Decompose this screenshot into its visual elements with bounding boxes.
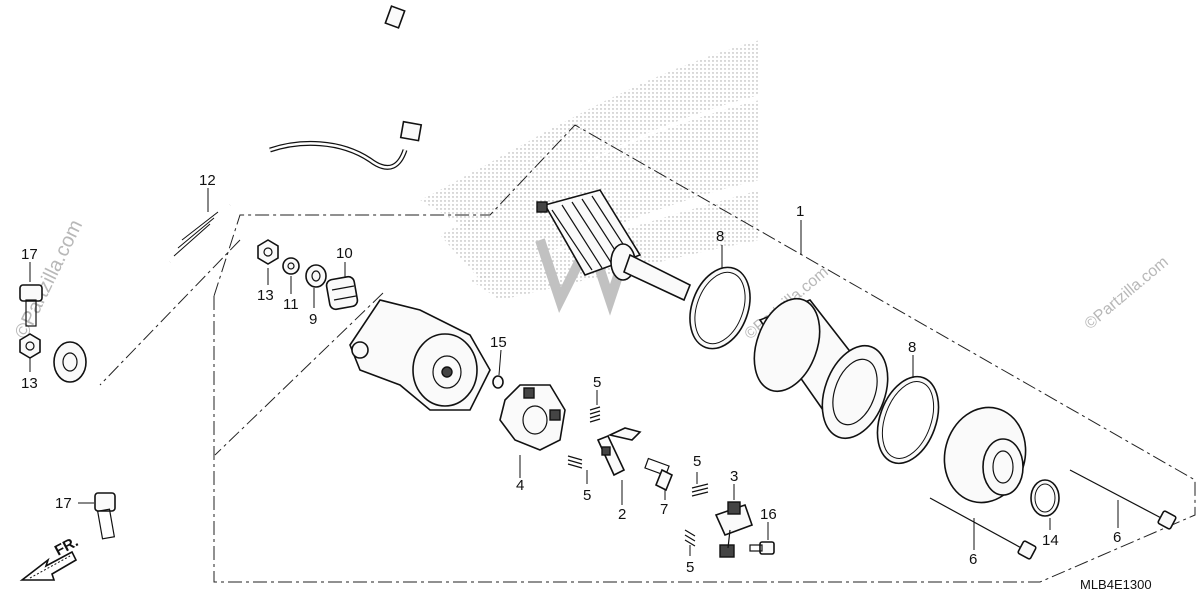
callout-15: 15 xyxy=(490,334,507,351)
o-ring-15 xyxy=(492,375,504,389)
callout-5-bottom: 5 xyxy=(686,559,694,576)
callout-4: 4 xyxy=(516,477,524,494)
spring-5-top xyxy=(589,406,601,423)
brush-holder-4 xyxy=(499,384,566,451)
assembly-outline xyxy=(99,124,1196,583)
callout-13-top: 13 xyxy=(257,287,274,304)
callout-13-left: 13 xyxy=(21,375,38,392)
starter-cable xyxy=(53,5,423,383)
leader-lines xyxy=(29,188,1119,556)
brush-set-2 xyxy=(596,427,642,477)
washer-11 xyxy=(282,257,300,275)
starter-front-cover xyxy=(349,299,491,411)
callout-5-mid: 5 xyxy=(583,487,591,504)
callout-3: 3 xyxy=(730,468,738,485)
spring-5-bottom xyxy=(684,529,696,547)
callout-6-right: 6 xyxy=(1113,529,1121,546)
callout-17-lower: 17 xyxy=(55,495,72,512)
screw-7 xyxy=(644,457,674,492)
callout-11: 11 xyxy=(283,296,299,313)
callout-9: 9 xyxy=(309,311,317,328)
bolt-17-lower xyxy=(94,492,116,540)
callout-17-upper: 17 xyxy=(21,246,38,263)
callout-5-right: 5 xyxy=(693,453,701,470)
grommet-9 xyxy=(305,264,327,288)
direction-label: FR. xyxy=(52,533,81,559)
callout-6-left: 6 xyxy=(969,551,977,568)
front-direction-arrow-icon xyxy=(19,550,78,581)
bolt-16 xyxy=(749,541,775,555)
nut-13-top xyxy=(257,239,279,265)
callout-10: 10 xyxy=(336,245,353,262)
spring-5-mid xyxy=(567,455,583,469)
armature xyxy=(536,189,692,302)
spring-5-lower xyxy=(691,483,709,497)
bolt-17-upper xyxy=(19,284,43,327)
callout-8-left: 8 xyxy=(716,228,724,245)
callout-numbers: 1 8 8 15 4 5 5 5 5 2 7 3 16 6 6 14 13 11… xyxy=(21,172,1121,576)
watermark-right: ©Partzilla.com xyxy=(1082,254,1172,333)
callout-8-right: 8 xyxy=(908,339,916,356)
callout-2: 2 xyxy=(618,506,626,523)
callout-5-top: 5 xyxy=(593,374,601,391)
terminal-boot-10 xyxy=(325,275,359,311)
through-bolt-6-left xyxy=(929,497,1037,560)
callout-12: 12 xyxy=(199,172,216,189)
diagram-code: MLB4E1300 xyxy=(1080,577,1152,592)
brush-set-3 xyxy=(714,501,754,558)
watermark-side: ©Partzilla.com xyxy=(11,216,87,342)
callout-1: 1 xyxy=(796,203,804,220)
starter-yoke xyxy=(753,297,889,440)
callout-16: 16 xyxy=(760,506,777,523)
nut-13-left xyxy=(19,333,41,359)
callout-14: 14 xyxy=(1042,532,1059,549)
starter-rear-cover xyxy=(943,406,1027,504)
callout-7: 7 xyxy=(660,501,668,518)
through-bolt-6-right xyxy=(1069,469,1177,530)
